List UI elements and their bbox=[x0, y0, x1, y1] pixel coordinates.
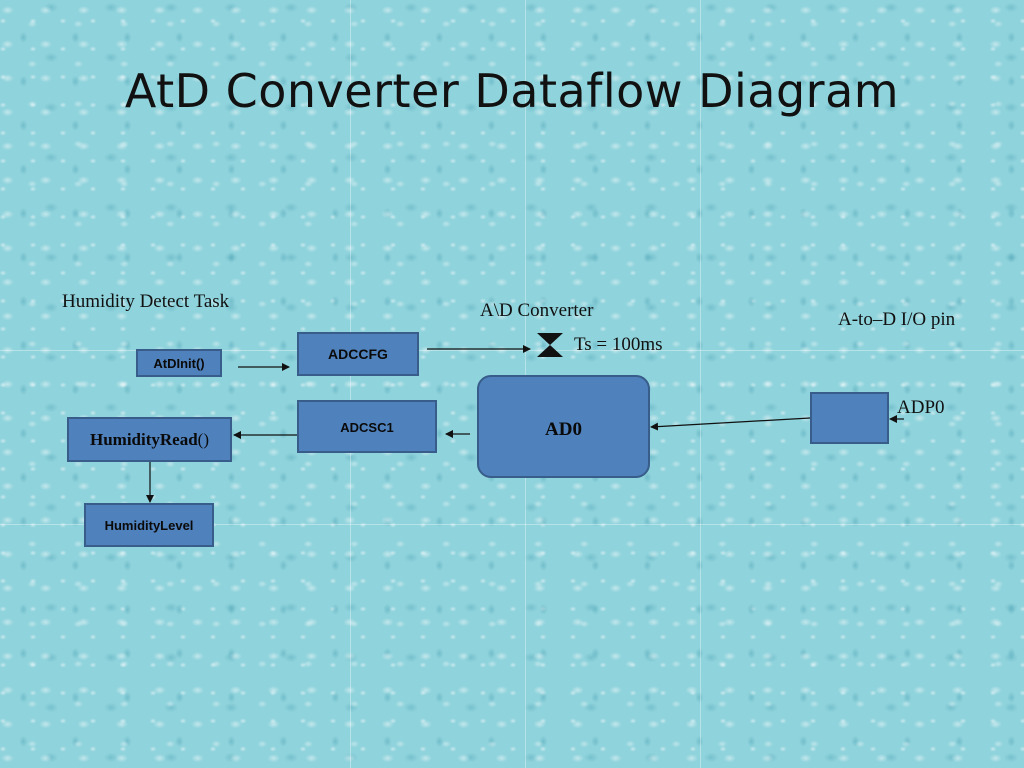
io-pin-label: A-to–D I/O pin bbox=[838, 309, 956, 330]
sample-time-label: Ts = 100ms bbox=[574, 334, 663, 355]
adcsc1-node: ADCSC1 bbox=[297, 400, 437, 453]
arrow-pin-to-ad0 bbox=[650, 417, 811, 431]
ad-converter-label: A\D Converter bbox=[480, 300, 594, 321]
humidity-task-label: Humidity Detect Task bbox=[62, 291, 230, 312]
atdinit-node: AtDInit() bbox=[136, 349, 222, 377]
background-gridline bbox=[350, 0, 351, 768]
slide-title: AtD Converter Dataflow Diagram bbox=[124, 64, 900, 118]
ad0-node: AD0 bbox=[477, 375, 650, 478]
sampler-icon bbox=[537, 333, 563, 357]
adp0-label: ADP0 bbox=[897, 397, 945, 418]
background-gridline bbox=[0, 350, 1024, 351]
adccfg-node: ADCCFG bbox=[297, 332, 419, 376]
humidity-read-name: HumidityRead bbox=[89, 429, 198, 449]
humidity-level-node: HumidityLevel bbox=[84, 503, 214, 547]
background-gridline bbox=[0, 524, 1024, 525]
humidity-read-node: HumidityRead() bbox=[67, 417, 232, 462]
io-pin-node bbox=[810, 392, 889, 444]
humidity-read-parens: () bbox=[197, 429, 209, 449]
background-gridline bbox=[700, 0, 701, 768]
